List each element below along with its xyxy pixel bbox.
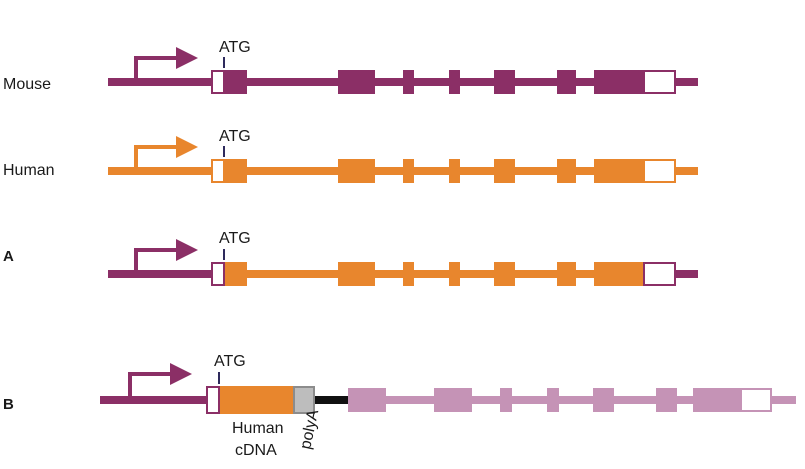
utr-3-b	[740, 388, 772, 412]
gene-backbone-a-mouse	[108, 270, 213, 278]
promoter-arrow-mouse	[134, 47, 198, 82]
atg-label-b: ATG	[214, 353, 246, 370]
exon-a-4	[449, 262, 460, 286]
atg-label-mouse: ATG	[219, 39, 251, 56]
row-mouse: Mouse ATG	[3, 39, 698, 94]
exon-a-2	[338, 262, 375, 286]
row-label-mouse: Mouse	[3, 76, 51, 93]
exon-b-light-6	[656, 388, 677, 412]
promoter-arrow-human	[134, 136, 198, 168]
exon-mouse-7	[594, 70, 644, 94]
exon-mouse-2	[338, 70, 375, 94]
utr-5-human	[211, 159, 225, 183]
exon-human-4	[449, 159, 460, 183]
exon-b-light-5	[593, 388, 614, 412]
atg-label-a: ATG	[219, 230, 251, 247]
exon-human-5	[494, 159, 515, 183]
utr-3-mouse	[643, 70, 676, 94]
exon-a-3	[403, 262, 414, 286]
exon-mouse-1	[223, 70, 247, 94]
promoter-arrow-b	[128, 363, 192, 398]
exon-b-light-2	[434, 388, 472, 412]
human-cdna-label-line1: Human	[232, 420, 284, 437]
human-cdna-label-line2: cDNA	[235, 442, 277, 459]
exon-a-1	[223, 262, 247, 286]
utr-3-human	[643, 159, 676, 183]
row-b: B ATG Human cDNA polyA	[3, 353, 796, 459]
gene-backbone-a-mouse-tail	[675, 270, 698, 278]
exon-human-1	[223, 159, 247, 183]
utr-5-a	[211, 262, 225, 286]
exon-b-light-7	[693, 388, 741, 412]
exon-b-light-4	[547, 388, 559, 412]
exon-human-6	[557, 159, 576, 183]
exon-human-2	[338, 159, 375, 183]
polya-block	[293, 386, 315, 414]
exon-human-7	[594, 159, 644, 183]
gene-backbone-b-light	[348, 396, 796, 404]
polya-label: polyA	[297, 408, 322, 451]
utr-3-a	[643, 262, 676, 286]
exon-mouse-5	[494, 70, 515, 94]
exon-a-6	[557, 262, 576, 286]
row-label-a: A	[3, 248, 14, 265]
row-human: Human ATG	[3, 128, 698, 183]
exon-b-light-3	[500, 388, 512, 412]
exon-mouse-4	[449, 70, 460, 94]
exon-a-7	[594, 262, 644, 286]
exon-b-light-1	[348, 388, 386, 412]
row-a: A ATG	[3, 230, 698, 286]
exon-a-5	[494, 262, 515, 286]
exon-mouse-3	[403, 70, 414, 94]
row-label-human: Human	[3, 162, 55, 179]
exon-human-3	[403, 159, 414, 183]
human-cdna-block	[219, 386, 294, 414]
atg-label-human: ATG	[219, 128, 251, 145]
row-label-b: B	[3, 396, 14, 413]
utr-5-b	[206, 386, 220, 414]
utr-5-mouse	[211, 70, 225, 94]
linker-b	[314, 396, 348, 404]
gene-backbone-a-human	[223, 270, 644, 278]
promoter-arrow-a	[134, 239, 198, 272]
gene-backbone-b-mouse	[100, 396, 207, 404]
exon-mouse-6	[557, 70, 576, 94]
